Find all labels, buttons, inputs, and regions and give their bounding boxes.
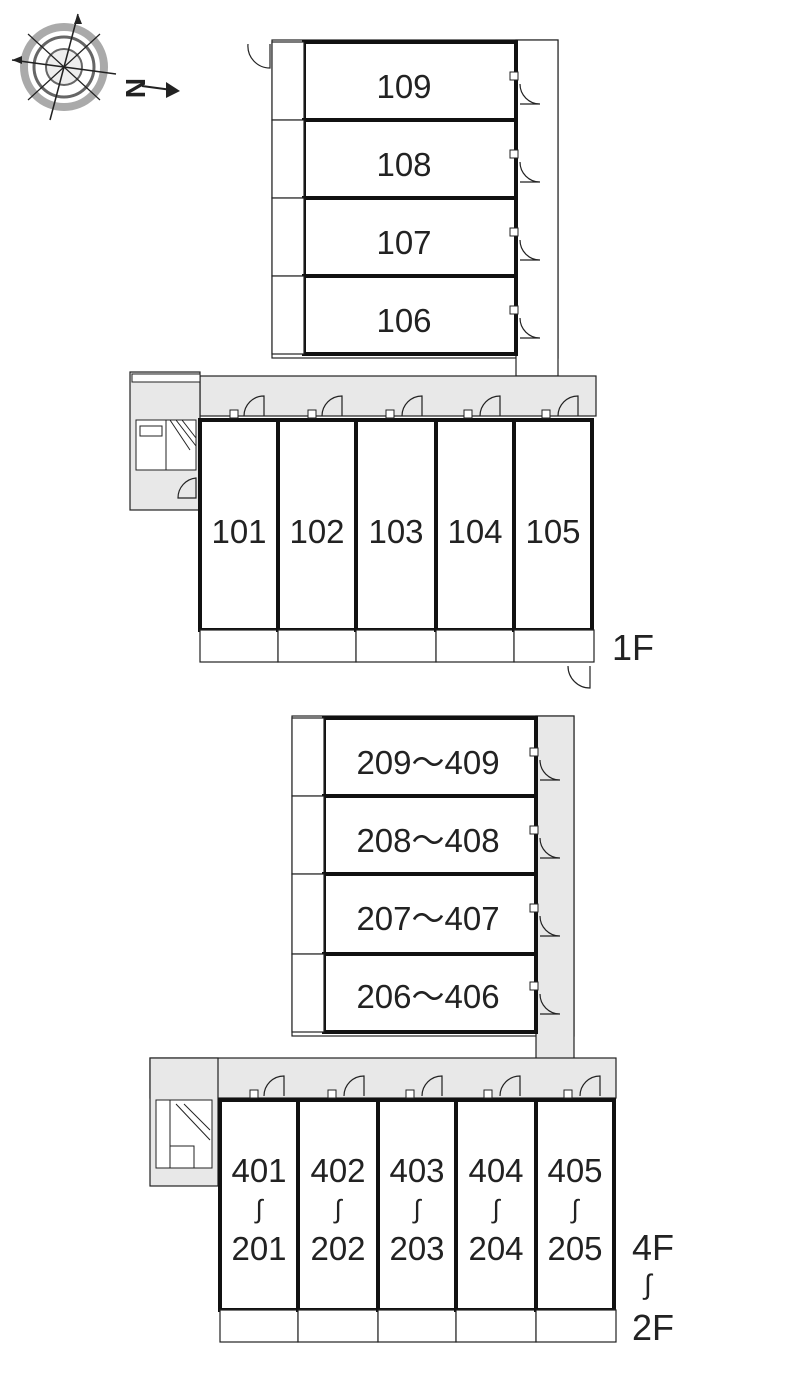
unit-label-top: 405 bbox=[547, 1152, 602, 1189]
unit-label-sep: ∫ bbox=[253, 1194, 264, 1224]
unit-label-bottom: 203 bbox=[389, 1230, 444, 1267]
unit-207-407: 207～407 bbox=[291, 872, 561, 956]
stair-icon bbox=[155, 1099, 213, 1169]
unit-label-top: 401 bbox=[231, 1152, 286, 1189]
unit-label: 206～406 bbox=[356, 978, 499, 1015]
unit-206-406: 206～406 bbox=[291, 952, 561, 1034]
door-icon bbox=[539, 915, 561, 937]
unit-label: 105 bbox=[525, 513, 580, 550]
entrance-door-icon bbox=[177, 477, 197, 499]
unit-label: 108 bbox=[376, 146, 431, 183]
unit-label: 207～407 bbox=[356, 900, 499, 937]
unit-label: 103 bbox=[368, 513, 423, 550]
floor-label-2f: 2F bbox=[632, 1307, 674, 1348]
unit-208-408: 208～408 bbox=[291, 794, 561, 876]
north-label: N bbox=[120, 78, 151, 98]
door-icon bbox=[243, 395, 265, 417]
door-icon bbox=[519, 83, 541, 105]
unit-label-sep: ∫ bbox=[569, 1194, 580, 1224]
door-icon bbox=[479, 395, 501, 417]
unit-108: 108 bbox=[271, 118, 541, 200]
unit-109: 109 bbox=[271, 40, 541, 122]
unit-label-sep: ∫ bbox=[411, 1194, 422, 1224]
unit-label: 102 bbox=[289, 513, 344, 550]
unit-label: 109 bbox=[376, 68, 431, 105]
door-icon bbox=[343, 1075, 365, 1097]
unit-label: 209～409 bbox=[356, 744, 499, 781]
unit-101: 101 bbox=[198, 395, 280, 663]
front-corridor bbox=[149, 1057, 617, 1099]
unit-104: 104 bbox=[434, 395, 516, 663]
door-icon bbox=[263, 1075, 285, 1097]
unit-label: 104 bbox=[447, 513, 502, 550]
unit-401-201: 401 ∫ 201 bbox=[218, 1075, 300, 1343]
front-units-2-4f: 401 ∫ 201 402 ∫ 202 403 ∫ 203 bbox=[218, 1075, 617, 1343]
door-icon bbox=[539, 837, 561, 859]
unit-label-bottom: 202 bbox=[310, 1230, 365, 1267]
unit-105: 105 bbox=[512, 395, 595, 663]
door-icon bbox=[539, 993, 561, 1015]
side-corridor bbox=[515, 39, 559, 377]
unit-label: 101 bbox=[211, 513, 266, 550]
floor-label-4f: 4F bbox=[632, 1227, 674, 1268]
unit-209-409: 209～409 bbox=[291, 716, 561, 798]
meter-box bbox=[131, 373, 201, 383]
unit-label-top: 403 bbox=[389, 1152, 444, 1189]
floor-label-sep: ∫ bbox=[642, 1269, 654, 1300]
side-units-1f: 109 108 107 106 bbox=[247, 40, 541, 356]
unit-label-bottom: 204 bbox=[468, 1230, 523, 1267]
unit-label: 107 bbox=[376, 224, 431, 261]
unit-404-204: 404 ∫ 204 bbox=[454, 1075, 538, 1343]
unit-103: 103 bbox=[354, 395, 438, 663]
floor-2-4-plan: 209～409 208～408 207～407 20 bbox=[149, 715, 674, 1348]
door-icon bbox=[519, 317, 541, 339]
door-icon bbox=[519, 161, 541, 183]
floor-label-1f: 1F bbox=[612, 627, 654, 668]
unit-label-sep: ∫ bbox=[490, 1194, 501, 1224]
stair-icon bbox=[135, 419, 197, 471]
unit-label-bottom: 201 bbox=[231, 1230, 286, 1267]
unit-102: 102 bbox=[276, 395, 358, 663]
unit-106: 106 bbox=[271, 274, 541, 356]
front-corridor bbox=[199, 375, 597, 417]
door-icon bbox=[321, 395, 343, 417]
unit-label-top: 402 bbox=[310, 1152, 365, 1189]
door-icon bbox=[421, 1075, 443, 1097]
unit-label: 106 bbox=[376, 302, 431, 339]
unit-405-205: 405 ∫ 205 bbox=[534, 1075, 617, 1343]
unit-402-202: 402 ∫ 202 bbox=[296, 1075, 380, 1343]
door-icon bbox=[519, 239, 541, 261]
door-icon bbox=[539, 759, 561, 781]
side-units-2-4f: 209～409 208～408 207～407 20 bbox=[291, 716, 561, 1034]
unit-label-bottom: 205 bbox=[547, 1230, 602, 1267]
door-icon bbox=[579, 1075, 601, 1097]
compass-icon: N bbox=[11, 13, 180, 121]
unit-107: 107 bbox=[271, 196, 541, 278]
floor-1-plan: 109 108 107 106 bbox=[129, 39, 654, 689]
door-icon bbox=[557, 395, 579, 417]
unit-403-203: 403 ∫ 203 bbox=[376, 1075, 458, 1343]
front-units-1f: 101 102 103 104 bbox=[198, 395, 595, 689]
side-entry-door-icon bbox=[247, 43, 271, 69]
door-icon bbox=[401, 395, 423, 417]
rear-door-icon bbox=[567, 665, 591, 689]
door-icon bbox=[499, 1075, 521, 1097]
unit-label-sep: ∫ bbox=[332, 1194, 343, 1224]
unit-label-top: 404 bbox=[468, 1152, 523, 1189]
unit-label: 208～408 bbox=[356, 822, 499, 859]
